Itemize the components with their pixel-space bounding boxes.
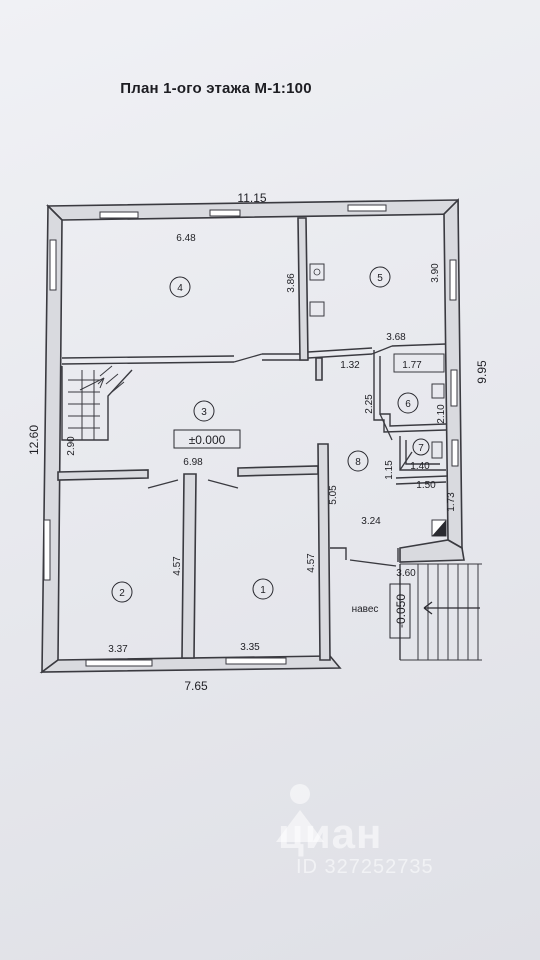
sink-icon — [309, 301, 325, 317]
stove-burner — [313, 268, 321, 276]
window-bottom-1 — [85, 659, 153, 667]
door-room6 — [379, 413, 393, 441]
sink-room6 — [431, 383, 445, 399]
floor-level: ±0.000 — [189, 433, 226, 447]
window-top-2 — [209, 209, 241, 217]
room1-number: 1 — [260, 585, 266, 596]
door-room2 — [147, 479, 179, 489]
wall-room4-bottom — [61, 353, 300, 359]
room6-number: 6 — [405, 399, 411, 410]
wall-room7-lower — [395, 475, 449, 485]
dim-room8-side: 1.73 — [446, 492, 457, 512]
dim-top-width: 11.15 — [237, 191, 266, 205]
dim-room2-width: 3.37 — [108, 644, 128, 655]
dim-room5-height: 3.90 — [430, 263, 441, 283]
window-top-1 — [99, 211, 139, 219]
wc-room7 — [431, 441, 443, 459]
wall-room4-bottom-inner — [61, 359, 308, 365]
door-room7 — [399, 451, 413, 471]
door-entrance — [349, 559, 397, 567]
boiler-fill — [432, 520, 446, 536]
dim-room4-height: 3.86 — [286, 273, 297, 293]
dim-bottom-width: 7.65 — [184, 679, 208, 693]
canopy-label: навес — [352, 604, 379, 615]
window-right-1 — [449, 259, 457, 301]
window-left-2 — [43, 519, 51, 581]
stove-icon — [309, 263, 325, 281]
wall-room1-right — [317, 443, 331, 661]
door-room4 — [233, 353, 263, 363]
door-room5 — [371, 345, 393, 355]
dim-room7-bottom: 1.50 — [416, 480, 436, 491]
dim-porch-width: 3.60 — [396, 568, 416, 579]
porch-level: -0.050 — [394, 594, 408, 628]
dim-room5-width: 3.68 — [386, 332, 406, 343]
dim-bath-width: 1.77 — [402, 360, 422, 371]
room4-circle — [169, 276, 191, 298]
staircase — [61, 365, 133, 441]
room1-circle — [252, 578, 274, 600]
dim-room4-width: 6.48 — [176, 233, 196, 244]
wall-hall-bottom-left — [57, 469, 149, 481]
room3-circle — [193, 400, 215, 422]
room2-number: 2 — [119, 588, 125, 599]
outer-wall-right-lower — [399, 539, 465, 563]
dim-room6-height: 2.25 — [364, 394, 375, 414]
floor-level-box — [173, 429, 241, 449]
room7-number: 7 — [418, 443, 424, 454]
room8-circle — [347, 450, 369, 472]
dim-stair-height: 2.90 — [66, 436, 77, 456]
room6-circle — [397, 392, 419, 414]
cian-logo-icon — [276, 784, 324, 842]
window-left-1 — [49, 239, 57, 291]
room3-number: 3 — [201, 407, 207, 418]
room7-circle — [412, 438, 430, 456]
room8-number: 8 — [355, 457, 361, 468]
window-right-3 — [451, 439, 459, 467]
porch-level-box — [389, 583, 411, 639]
wall-room6 — [373, 350, 447, 433]
dim-room7-height: 1.15 — [384, 460, 395, 480]
window-right-2 — [450, 369, 458, 407]
wall-room8-bottom — [330, 547, 399, 562]
dim-corridor-height: 5.05 — [328, 485, 339, 505]
window-top-3 — [347, 204, 387, 212]
dim-room3-width: 6.98 — [183, 457, 203, 468]
dim-room8-width: 3.24 — [361, 516, 381, 527]
wall-room2-room1 — [181, 473, 197, 659]
plan-title: План 1-ого этажа М-1:100 — [120, 80, 312, 97]
porch-steps — [399, 563, 482, 661]
dim-room6-side: 2.10 — [436, 404, 447, 424]
wall-room5-bottom — [307, 343, 447, 353]
wall-room4-room5 — [297, 217, 309, 361]
room5-number: 5 — [377, 273, 383, 284]
wall-stub-hall — [315, 357, 323, 381]
room5-circle — [369, 266, 391, 288]
watermark-id: ID 327252735 — [296, 856, 434, 878]
porch-arrow-icon — [423, 601, 480, 615]
door-room1 — [207, 479, 239, 489]
dim-room1-width: 3.35 — [240, 642, 260, 653]
dim-left-height: 12.60 — [27, 425, 41, 455]
dim-room1-height: 4.57 — [306, 553, 317, 573]
dim-hall-stub: 1.32 — [340, 360, 360, 371]
watermark-brand: циан — [278, 810, 383, 857]
window-bottom-2 — [225, 657, 287, 665]
dim-right-height: 9.95 — [475, 360, 489, 384]
room2-circle — [111, 581, 133, 603]
dim-room7-width: 1.40 — [410, 461, 430, 472]
bathtub — [393, 353, 445, 373]
dim-room2-height: 4.57 — [172, 556, 183, 576]
wall-hall-bottom-right — [237, 465, 319, 477]
room4-number: 4 — [177, 283, 183, 294]
